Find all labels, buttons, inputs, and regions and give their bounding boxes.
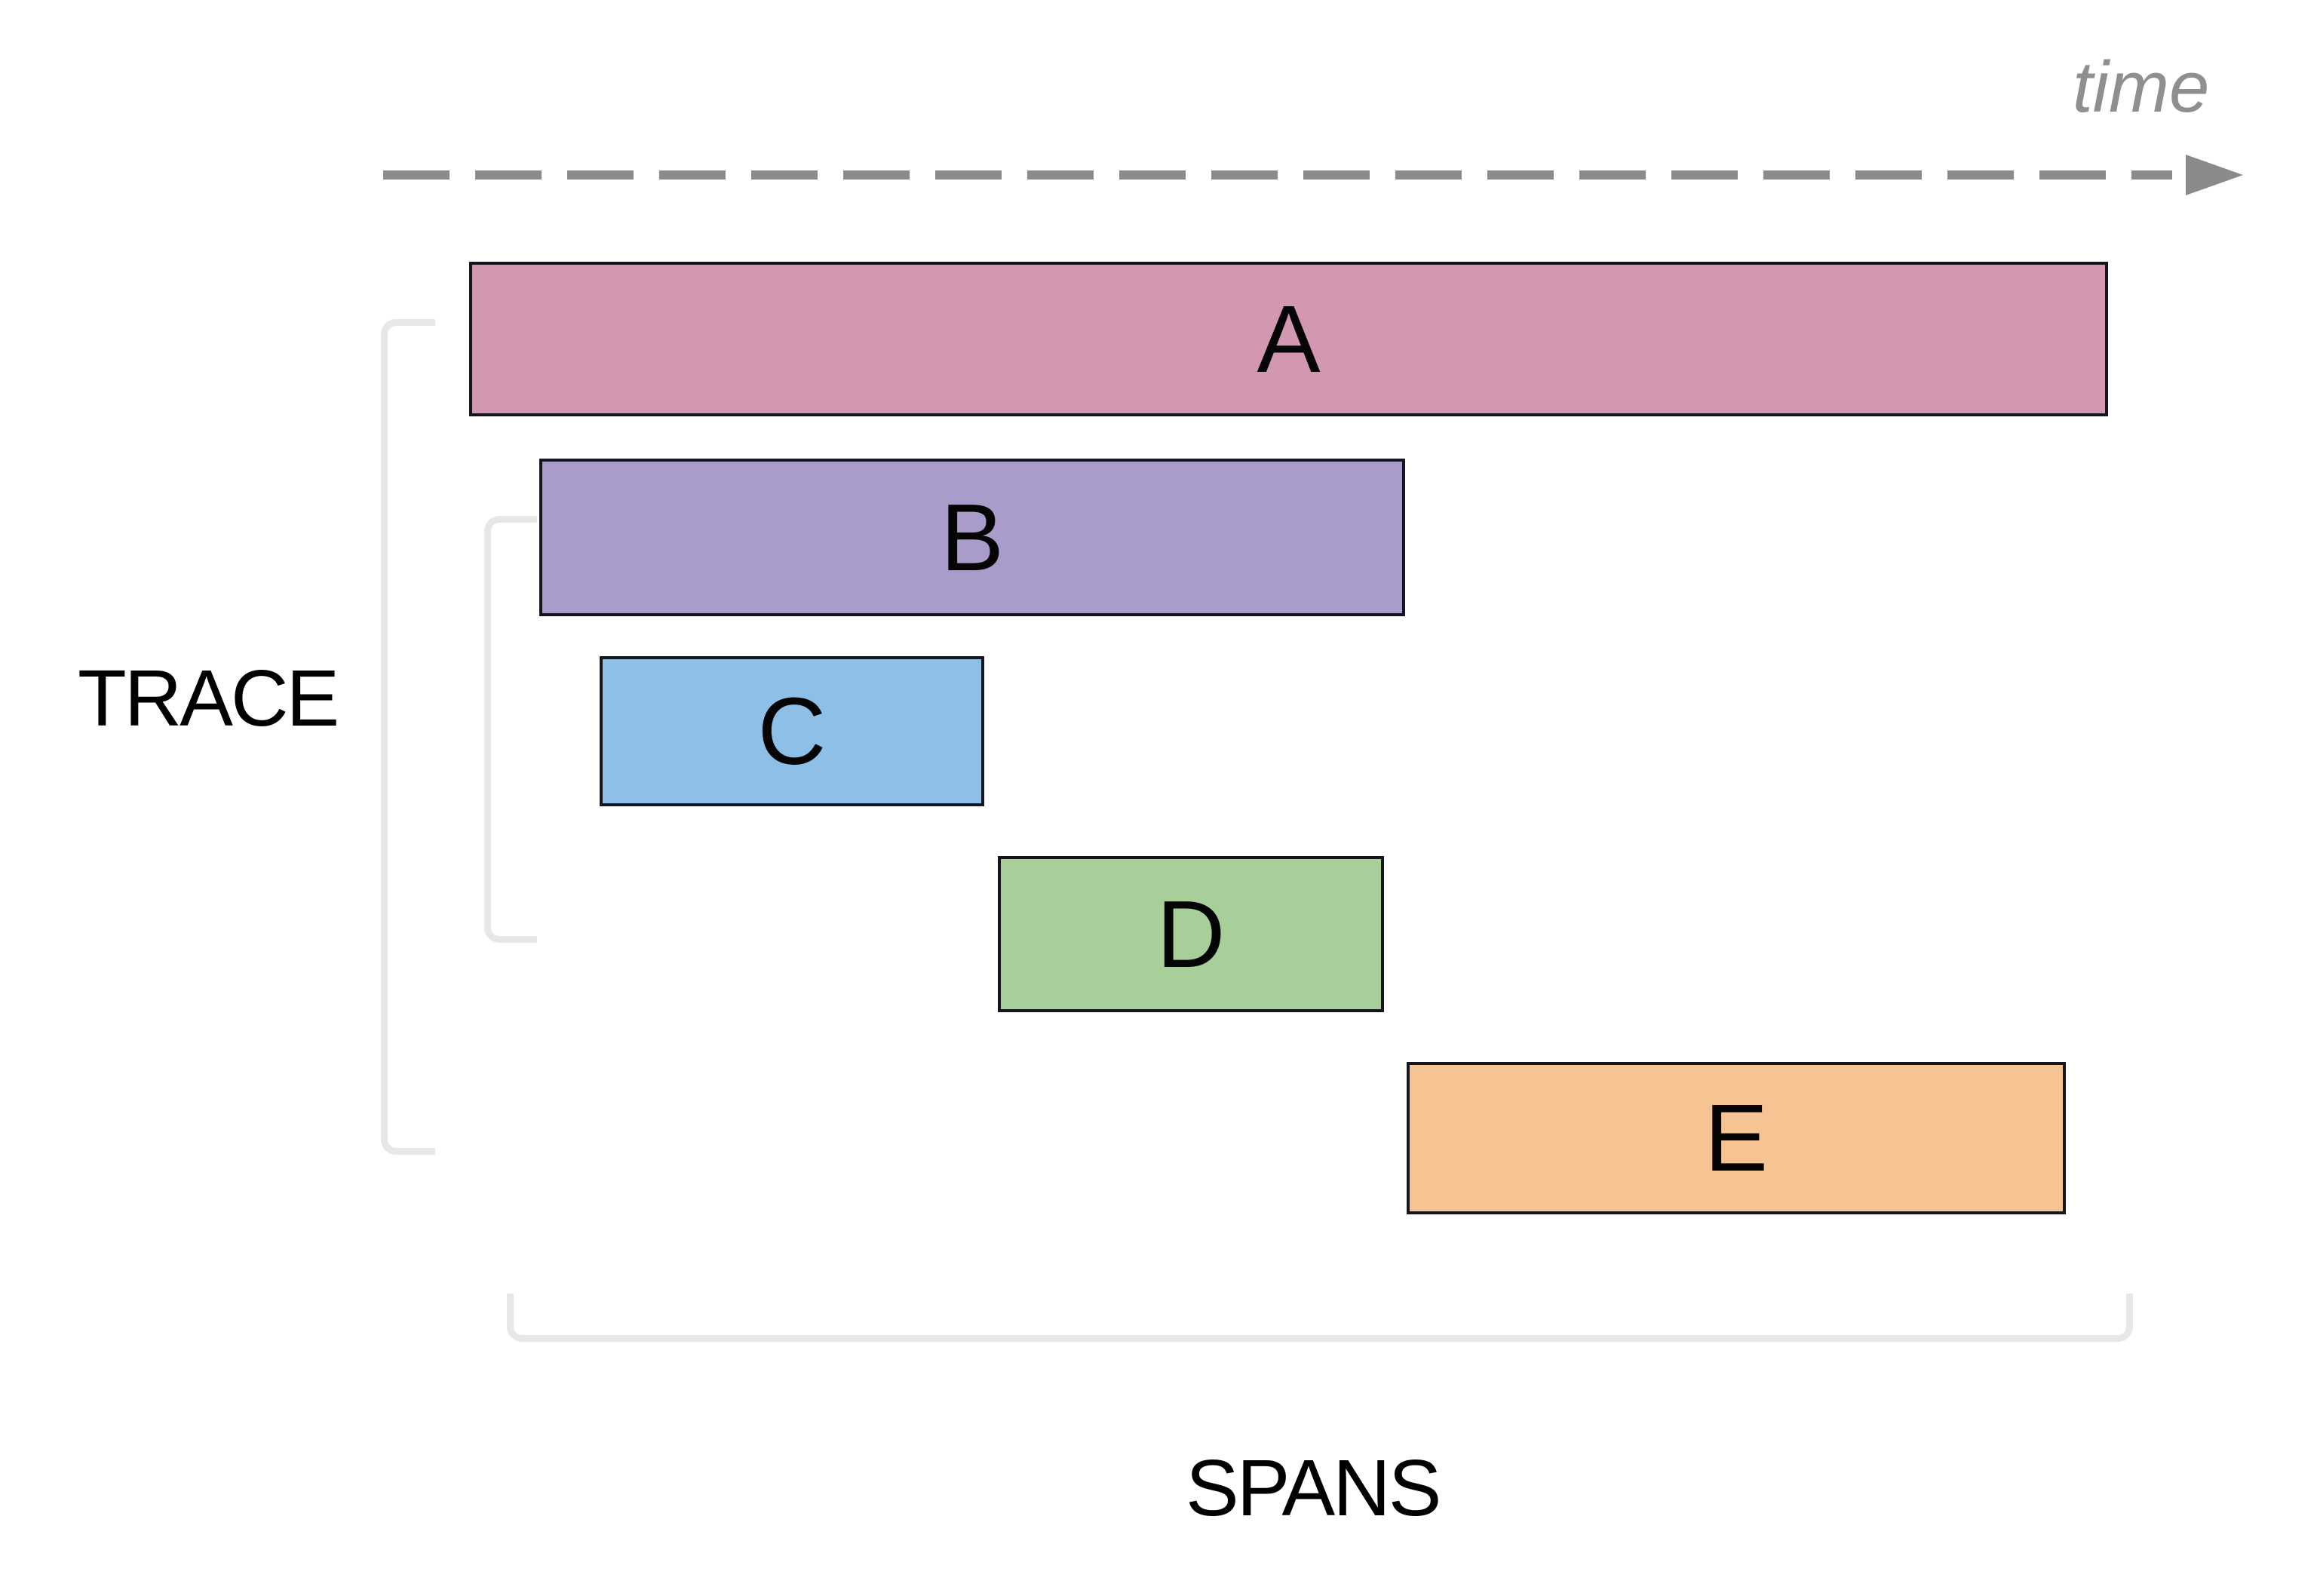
span-bar-a: A (469, 262, 2108, 416)
time-axis-dashed-line (383, 170, 2172, 180)
time-axis-label: time (2073, 47, 2210, 127)
spans-bracket (507, 1294, 2133, 1342)
span-bar-b: B (539, 459, 1405, 616)
trace-bracket-outer (381, 319, 435, 1155)
trace-bracket-inner (484, 516, 537, 943)
span-bar-d: D (998, 856, 1384, 1012)
span-bar-e: E (1407, 1062, 2066, 1214)
span-bar-c: C (600, 656, 984, 806)
trace-label: TRACE (78, 654, 339, 743)
time-arrowhead-icon (2186, 155, 2243, 195)
spans-label: SPANS (1186, 1444, 1441, 1533)
